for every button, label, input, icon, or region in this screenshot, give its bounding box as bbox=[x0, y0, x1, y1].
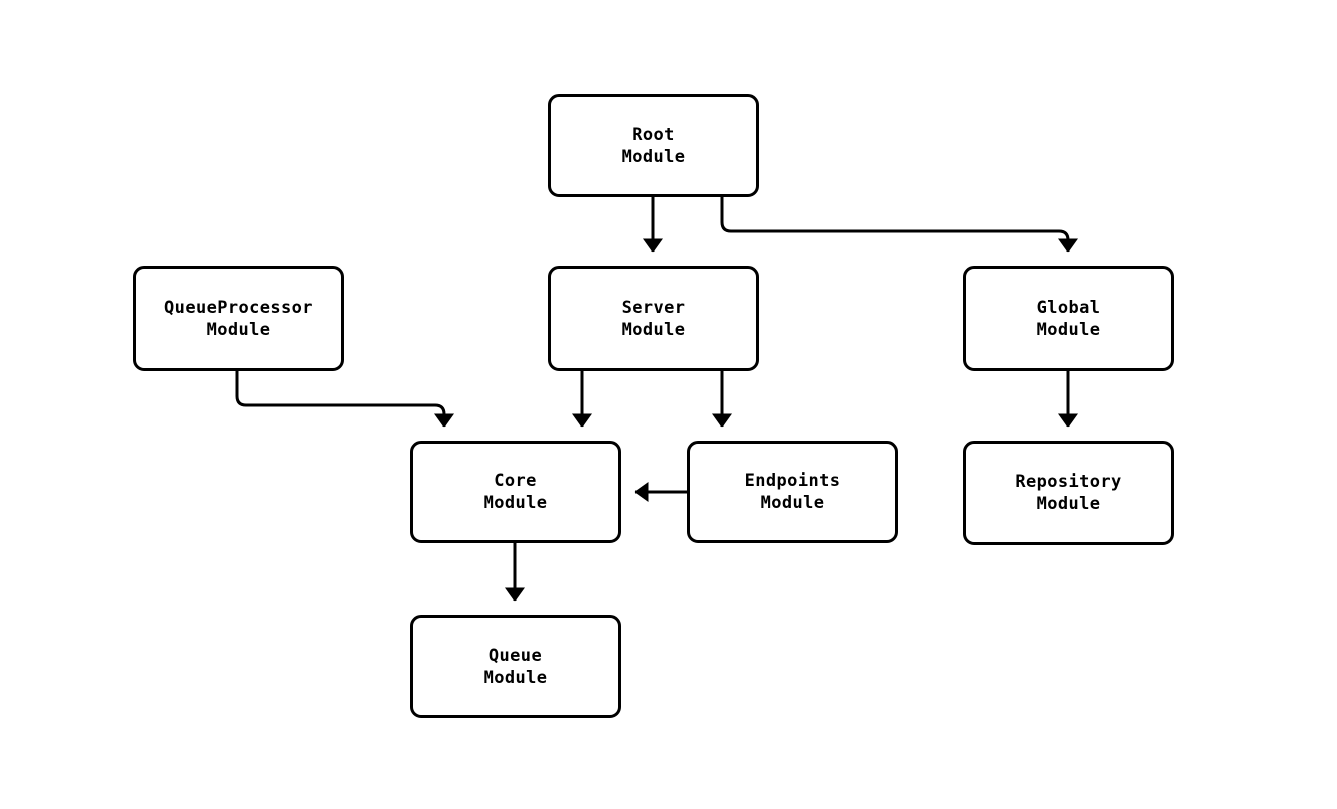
node-endpoints-module-suffix: Module bbox=[760, 493, 825, 513]
node-queue-module-name: Queue bbox=[488, 645, 543, 666]
node-global-module-name: Global bbox=[1036, 297, 1101, 318]
node-endpoints-module-name: Endpoints bbox=[744, 471, 841, 491]
node-global-module-suffix: Module bbox=[1036, 319, 1101, 340]
node-queueprocessor-module-suffix: Module bbox=[206, 319, 271, 340]
node-endpoints-module[interactable]: Endpoints Module bbox=[687, 441, 898, 543]
node-root-module-name: Root bbox=[632, 124, 675, 145]
node-server-module[interactable]: Server Module bbox=[548, 266, 759, 371]
node-core-module-suffix: Module bbox=[483, 493, 548, 513]
node-core-module-name: Core bbox=[494, 471, 537, 491]
node-global-module[interactable]: Global Module bbox=[963, 266, 1174, 371]
edge-queueprocessor-to-core bbox=[235, 371, 454, 428]
node-repository-module-suffix: Module bbox=[1036, 494, 1101, 514]
node-repository-module[interactable]: Repository Module bbox=[963, 441, 1174, 545]
node-queue-module-suffix: Module bbox=[483, 667, 548, 688]
node-server-module-name: Server bbox=[621, 297, 686, 318]
node-queueprocessor-module-name: QueueProcessor bbox=[164, 297, 313, 318]
node-core-module[interactable]: Core Module bbox=[410, 441, 621, 543]
node-root-module-suffix: Module bbox=[621, 146, 686, 167]
node-repository-module-name: Repository bbox=[1015, 472, 1122, 492]
node-queueprocessor-module[interactable]: QueueProcessor Module bbox=[133, 266, 344, 371]
node-root-module[interactable]: Root Module bbox=[548, 94, 759, 197]
node-server-module-suffix: Module bbox=[621, 319, 686, 340]
node-queue-module[interactable]: Queue Module bbox=[410, 615, 621, 718]
edge-root-to-global bbox=[720, 197, 1078, 253]
